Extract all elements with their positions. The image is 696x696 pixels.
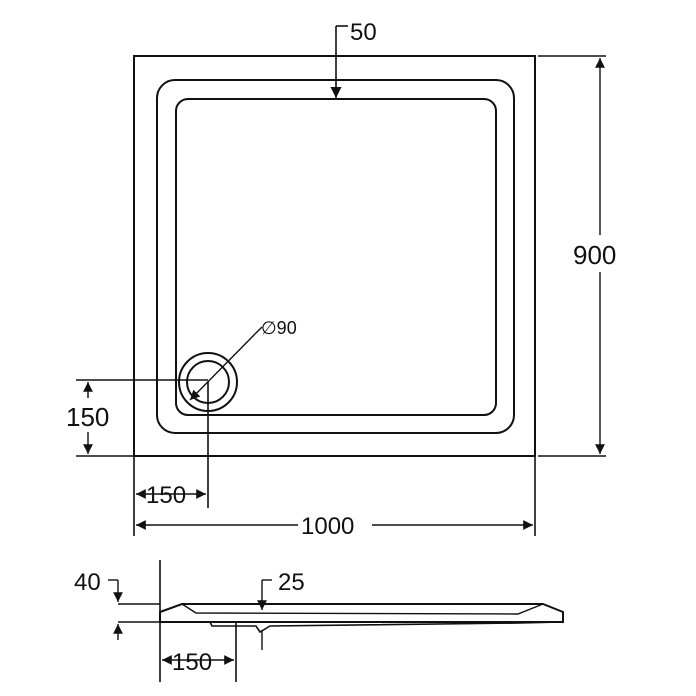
drain-offset-x-label: 150: [146, 482, 186, 509]
side-drain-offset-label: 150: [172, 649, 212, 676]
tray-basin-profile: [181, 603, 544, 615]
tray-underside: [160, 621, 564, 634]
drain-offset-y-label: 150: [66, 402, 109, 432]
height-label: 900: [573, 240, 616, 270]
side-view: [108, 560, 564, 682]
drain-diameter-leader: [189, 333, 256, 401]
tray-basin-edge: [175, 98, 497, 416]
base-height-label: 25: [278, 569, 305, 596]
rim-width-label: 50: [350, 19, 377, 46]
width-label: 1000: [301, 513, 354, 540]
underside-hatching: [269, 622, 521, 627]
drain-diameter-label: ∅90: [261, 318, 297, 338]
drain-diameter-leader-shelf: [254, 326, 263, 335]
plan-view: [76, 25, 606, 536]
total-height-label: 40: [74, 569, 101, 596]
tray-outer-edge: [133, 55, 536, 457]
